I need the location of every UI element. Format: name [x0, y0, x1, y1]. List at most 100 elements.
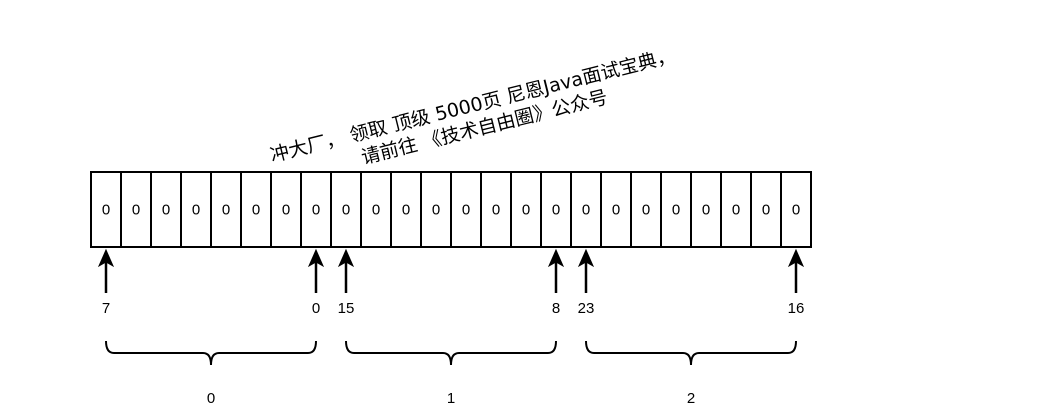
bit-cell-box	[390, 171, 422, 248]
watermark-text: 冲大厂， 领取 顶级 5000页 尼恩Java面试宝典， 请前往 《技术自由圈》…	[268, 45, 678, 169]
bit-cell-box	[780, 171, 812, 248]
bit-cell-value: 0	[762, 202, 770, 219]
position-arrow	[97, 248, 115, 293]
bit-cell-value: 0	[222, 202, 230, 219]
bit-cell-value: 0	[342, 202, 350, 219]
group-label: 2	[687, 390, 695, 407]
bit-cell-box	[540, 171, 572, 248]
bit-cell: 0	[240, 171, 272, 248]
group-brace: 0	[105, 340, 317, 407]
bit-cell: 0	[750, 171, 782, 248]
brace-shape	[105, 340, 317, 366]
bit-cell: 0	[270, 171, 302, 248]
bit-cell-box	[570, 171, 602, 248]
group-brace: 2	[585, 340, 797, 407]
bit-cell-box	[180, 171, 212, 248]
position-label: 0	[312, 300, 320, 317]
position-arrows	[97, 248, 805, 293]
position-arrow	[577, 248, 595, 293]
watermark-line-1: 冲大厂， 领取 顶级 5000页 尼恩Java面试宝典，	[268, 45, 678, 167]
group-label: 1	[447, 390, 455, 407]
bit-cell-value: 0	[792, 202, 800, 219]
group-braces: 0 1 2	[105, 340, 797, 407]
bit-cell-value: 0	[282, 202, 290, 219]
bit-cell-value: 0	[372, 202, 380, 219]
bit-cell: 0	[630, 171, 662, 248]
arrow-head	[97, 248, 115, 268]
bit-cell-value: 0	[672, 202, 680, 219]
group-brace: 1	[345, 340, 557, 407]
bit-cell: 0	[90, 171, 122, 248]
bit-cell-value: 0	[432, 202, 440, 219]
position-label: 23	[578, 300, 595, 317]
group-label: 0	[207, 390, 215, 407]
bit-cell: 0	[300, 171, 332, 248]
bit-cell-box	[90, 171, 122, 248]
bit-cell-box	[150, 171, 182, 248]
bit-cell-box	[690, 171, 722, 248]
bit-cell: 0	[120, 171, 152, 248]
bit-cell-value: 0	[102, 202, 110, 219]
position-arrow	[337, 248, 355, 293]
bit-cell-value: 0	[732, 202, 740, 219]
bit-cell-value: 0	[252, 202, 260, 219]
bit-cell-box	[480, 171, 512, 248]
position-arrow	[787, 248, 805, 293]
bit-cell-box	[750, 171, 782, 248]
arrow-head	[787, 248, 805, 268]
bit-cell-box	[360, 171, 392, 248]
bit-cell-box	[420, 171, 452, 248]
bit-cell-value: 0	[702, 202, 710, 219]
bit-cell: 0	[660, 171, 692, 248]
bit-cell: 0	[330, 171, 362, 248]
position-label: 16	[788, 300, 805, 317]
bit-cell: 0	[600, 171, 632, 248]
position-label: 8	[552, 300, 560, 317]
bit-cell-box	[240, 171, 272, 248]
bit-cell-box	[210, 171, 242, 248]
bit-cell: 0	[390, 171, 422, 248]
bit-cell: 0	[150, 171, 182, 248]
bit-cell: 0	[180, 171, 212, 248]
arrow-head	[577, 248, 595, 268]
bit-cell-box	[450, 171, 482, 248]
bit-cell-box	[510, 171, 542, 248]
bit-cell: 0	[360, 171, 392, 248]
bit-cell-value: 0	[492, 202, 500, 219]
position-arrow	[547, 248, 565, 293]
brace-shape	[345, 340, 557, 366]
bit-cell-value: 0	[552, 202, 560, 219]
bit-cell-value: 0	[582, 202, 590, 219]
bit-cell: 0	[780, 171, 812, 248]
arrow-head	[307, 248, 325, 268]
bit-cell: 0	[450, 171, 482, 248]
bit-cell: 0	[540, 171, 572, 248]
bit-cell-value: 0	[522, 202, 530, 219]
bit-cell: 0	[690, 171, 722, 248]
bit-cell-value: 0	[612, 202, 620, 219]
bit-cell: 0	[420, 171, 452, 248]
bit-cell-value: 0	[312, 202, 320, 219]
bit-cell-box	[630, 171, 662, 248]
position-label: 15	[338, 300, 355, 317]
bit-cell: 0	[210, 171, 242, 248]
arrow-head	[547, 248, 565, 268]
bit-cell-value: 0	[402, 202, 410, 219]
bit-cell-value: 0	[162, 202, 170, 219]
arrow-head	[337, 248, 355, 268]
bit-cell-value: 0	[642, 202, 650, 219]
bit-cell-box	[120, 171, 152, 248]
position-arrow	[307, 248, 325, 293]
bit-cell: 0	[480, 171, 512, 248]
bit-cell: 0	[510, 171, 542, 248]
bit-cell-value: 0	[462, 202, 470, 219]
bit-cell: 0	[570, 171, 602, 248]
bit-cell-value: 0	[192, 202, 200, 219]
bit-cell-box	[300, 171, 332, 248]
bit-cell-value: 0	[132, 202, 140, 219]
bit-cells: 0 0 0 0 0 0 0 0 0 0 0 0 0 0 0 0 0 0 0 0 0 0 0 0	[90, 171, 812, 248]
bit-cell-box	[600, 171, 632, 248]
bit-cell: 0	[720, 171, 752, 248]
brace-shape	[585, 340, 797, 366]
